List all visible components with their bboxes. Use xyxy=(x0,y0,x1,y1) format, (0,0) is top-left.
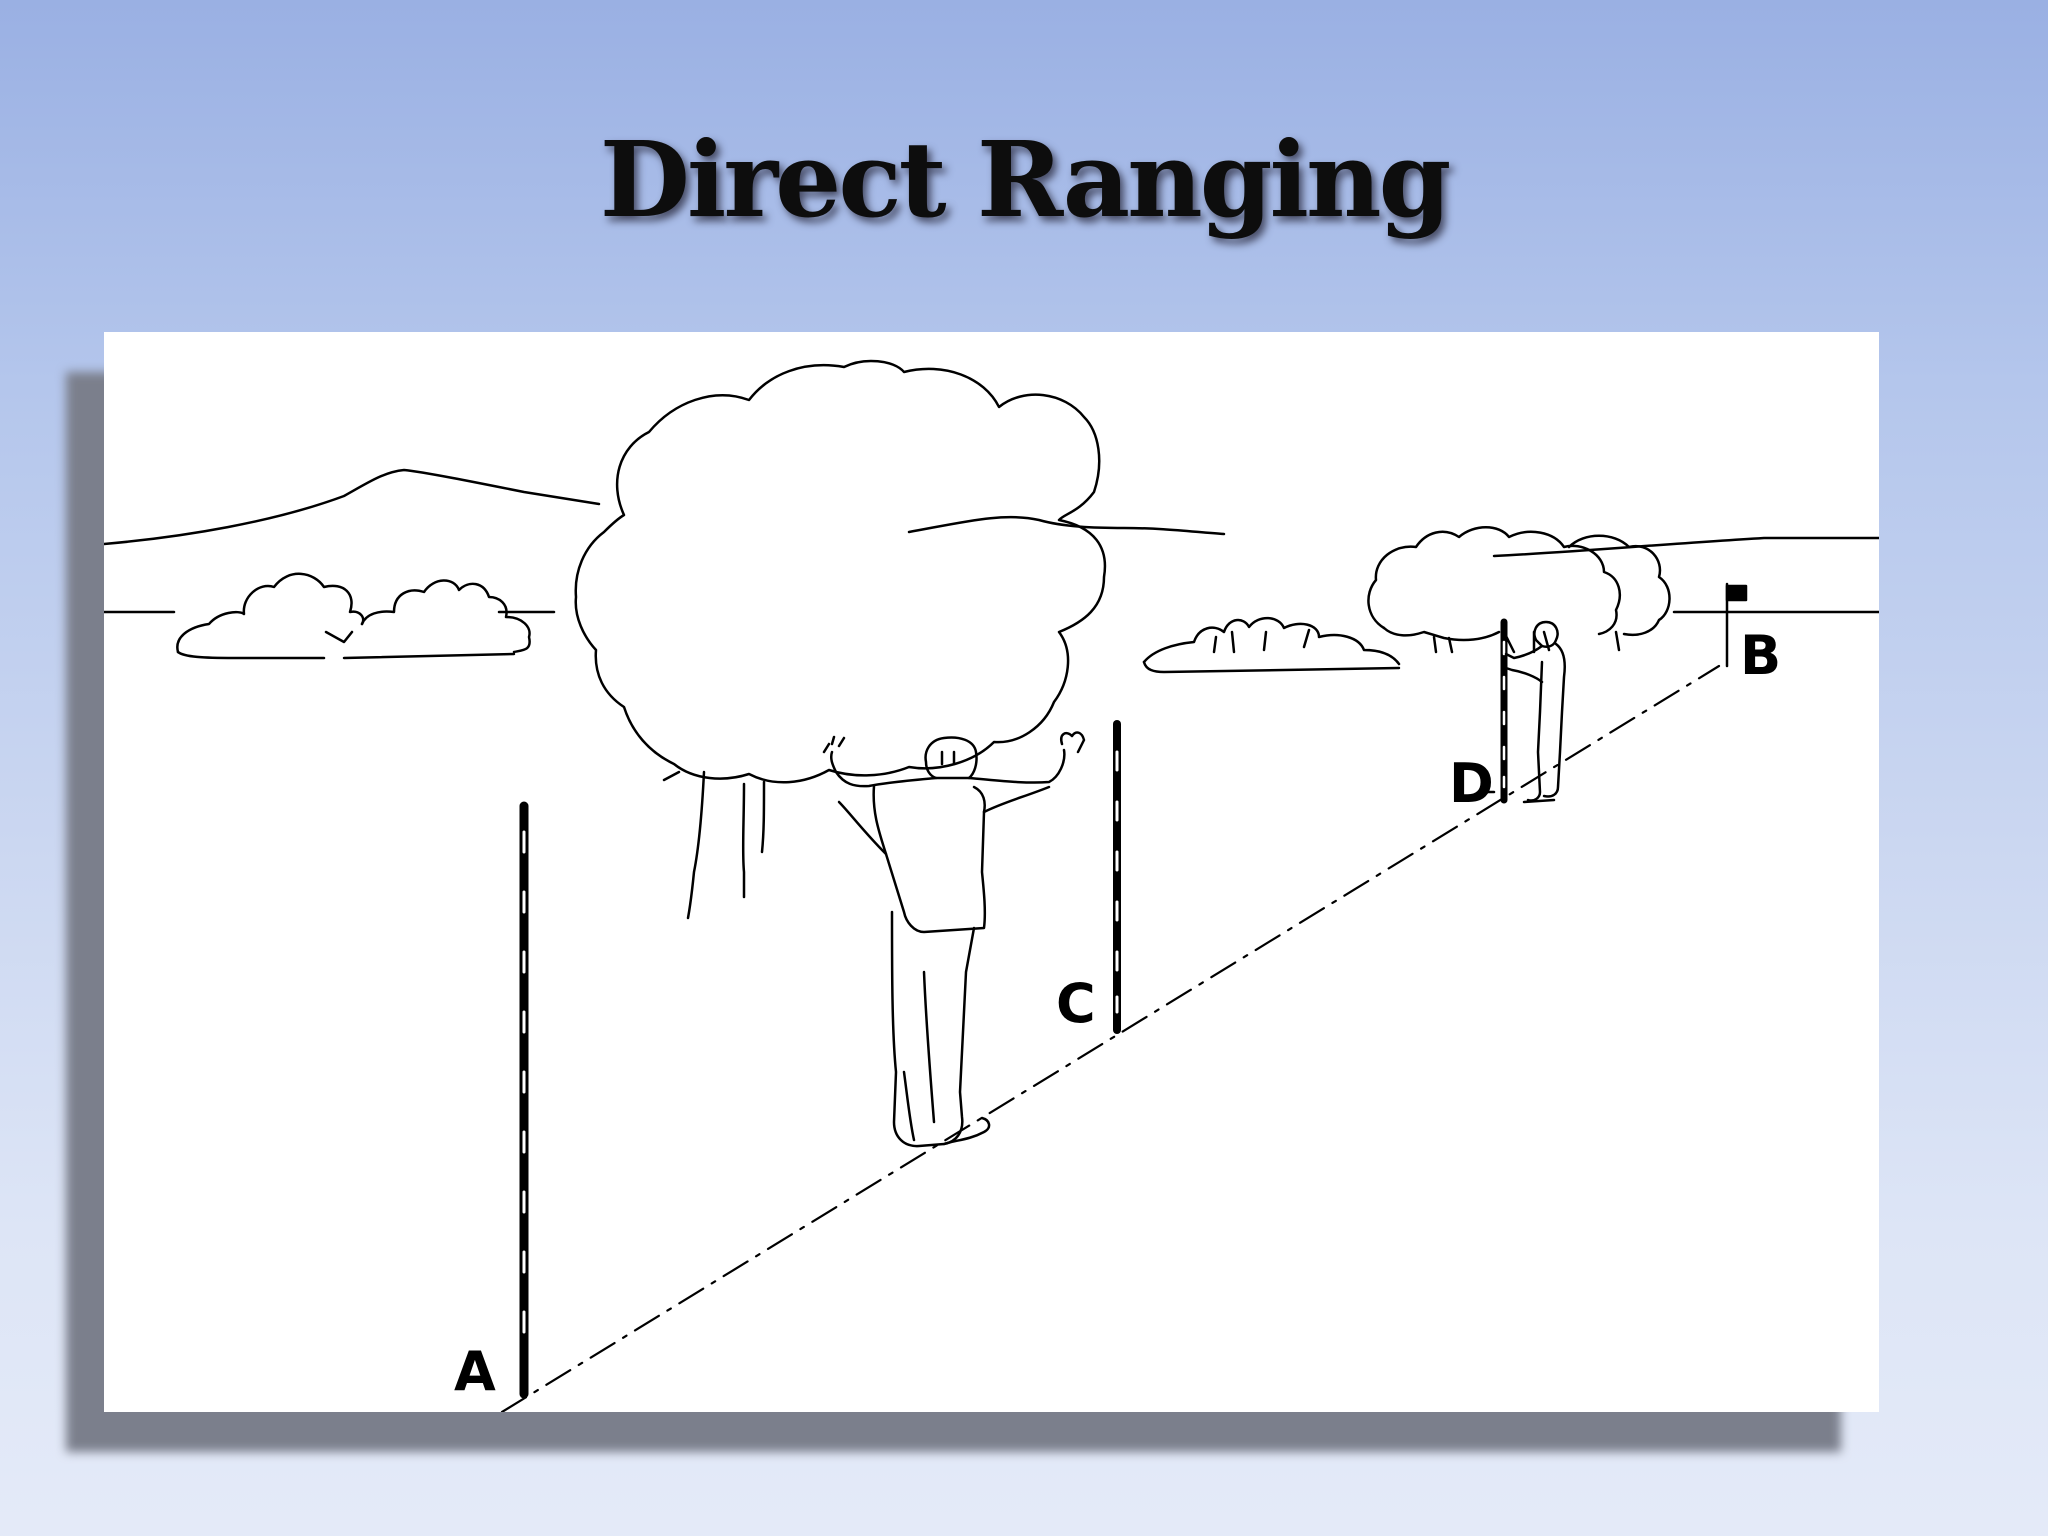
tree-cluster xyxy=(1367,526,1671,654)
big-tree-trunk xyxy=(662,770,766,920)
left-bushes xyxy=(176,572,531,660)
small-bush-d xyxy=(1482,790,1556,804)
label-point-c: C xyxy=(1056,972,1096,1035)
surveyor-signalling xyxy=(822,731,1086,1148)
surveyor-at-d xyxy=(1504,620,1566,802)
big-tree-crown xyxy=(574,359,1107,784)
distant-hills xyxy=(104,468,1879,558)
label-point-a: A xyxy=(454,1340,496,1403)
slide-title: Direct Ranging xyxy=(599,118,1452,241)
flag-b xyxy=(1725,582,1748,668)
ranging-illustration: A C D B xyxy=(104,332,1879,1412)
middle-bushes xyxy=(1142,616,1401,674)
ranging-line xyxy=(500,664,1721,1412)
label-point-d: D xyxy=(1449,752,1494,815)
label-point-b: B xyxy=(1740,624,1781,687)
